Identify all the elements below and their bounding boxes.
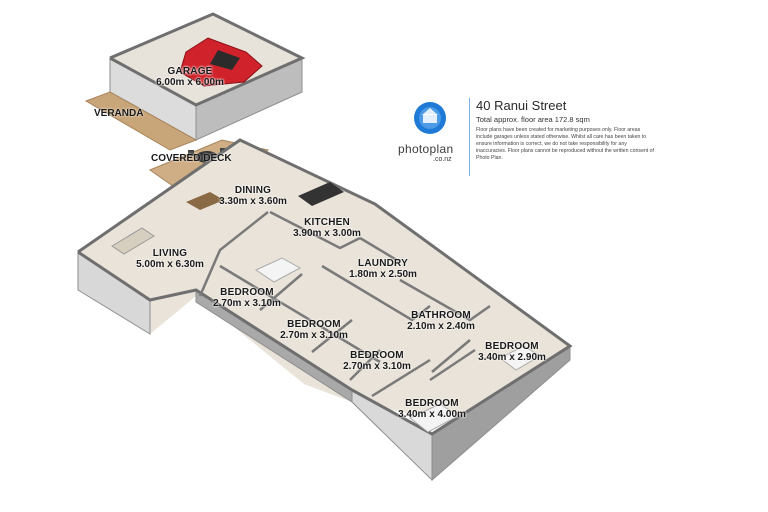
room-dimensions: 3.40m x 2.90m <box>478 352 546 363</box>
room-name: GARAGE <box>167 66 213 77</box>
room-label-kitchen: KITCHEN 3.90m x 3.00m <box>293 217 361 239</box>
area-label-veranda: VERANDA <box>94 108 144 119</box>
room-dimensions: 2.70m x 3.10m <box>280 330 348 341</box>
bed-icon <box>409 403 459 433</box>
room-dimensions: 3.30m x 3.60m <box>219 196 287 207</box>
outer-walls <box>77 138 573 436</box>
room-dimensions: 2.10m x 2.40m <box>407 321 475 332</box>
dining-table-icon <box>186 192 224 210</box>
property-info: 40 Ranui Street Total approx. floor area… <box>476 98 656 162</box>
garage-wall-top <box>109 12 306 107</box>
house-floor <box>78 140 570 428</box>
room-dimensions: 3.40m x 4.00m <box>398 409 466 420</box>
room-name: DINING <box>234 185 272 196</box>
room-dimensions: 3.90m x 3.00m <box>293 228 361 239</box>
room-name: LIVING <box>152 248 188 259</box>
room-dimensions: 6.00m x 6.00m <box>156 77 224 88</box>
room-label-dining: DINING 3.30m x 3.60m <box>219 185 287 207</box>
house-block <box>77 138 573 482</box>
room-label-bedroom-2: BEDROOM 2.70m x 3.10m <box>280 319 348 341</box>
room-label-bedroom-1: BEDROOM 2.70m x 3.10m <box>213 287 281 309</box>
room-name: BEDROOM <box>350 350 404 361</box>
room-name: KITCHEN <box>304 217 350 228</box>
room-label-laundry: LAUNDRY 1.80m x 2.50m <box>349 258 417 280</box>
room-label-bedroom-5: BEDROOM 3.40m x 4.00m <box>398 398 466 420</box>
info-divider <box>469 98 470 176</box>
room-name: BEDROOM <box>405 398 459 409</box>
bed-icon <box>254 257 302 283</box>
room-label-living: LIVING 5.00m x 6.30m <box>136 248 204 270</box>
kitchen-bench-icon <box>298 182 344 206</box>
sofa-icon <box>111 227 155 255</box>
room-name: BEDROOM <box>220 287 274 298</box>
room-dimensions: 2.70m x 3.10m <box>213 298 281 309</box>
disclaimer-text: Floor plans have been created for market… <box>476 127 654 161</box>
brand-domain: .co.nz <box>433 156 452 163</box>
garage-block <box>109 12 306 141</box>
brand-name: photoplan <box>398 142 454 156</box>
room-name: LAUNDRY <box>358 258 408 269</box>
property-title: 40 Ranui Street <box>476 98 567 113</box>
bed-icon <box>499 345 541 371</box>
floor-area-text: Total approx. floor area 172.8 sqm <box>476 115 590 124</box>
room-name: BATHROOM <box>411 310 471 321</box>
room-label-bathroom: BATHROOM 2.10m x 2.40m <box>407 310 475 332</box>
room-dimensions: 5.00m x 6.30m <box>136 259 204 270</box>
photoplan-logo-icon <box>414 102 446 134</box>
car-icon <box>179 37 263 87</box>
room-dimensions: 1.80m x 2.50m <box>349 269 417 280</box>
room-label-bedroom-3: BEDROOM 3.40m x 2.90m <box>478 341 546 363</box>
veranda-floor <box>84 91 198 151</box>
room-label-garage: GARAGE 6.00m x 6.00m <box>156 66 224 88</box>
room-name: BEDROOM <box>287 319 341 330</box>
room-name: BEDROOM <box>485 341 539 352</box>
room-label-bedroom-4: BEDROOM 2.70m x 3.10m <box>343 350 411 372</box>
interior-walls <box>198 210 491 398</box>
area-label-covered-deck: COVERED DECK <box>151 153 232 164</box>
room-dimensions: 2.70m x 3.10m <box>343 361 411 372</box>
